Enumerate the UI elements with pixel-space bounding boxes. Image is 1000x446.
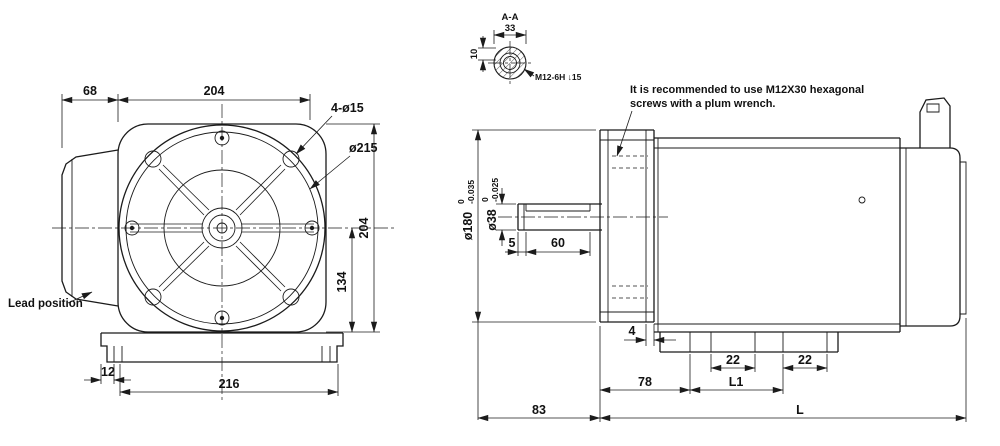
note-line-2: screws with a plum wrench. bbox=[630, 98, 776, 110]
body-screw bbox=[858, 196, 866, 204]
front-view: 68 204 4-ø15 ø215 204 134 12 216 Lead po… bbox=[8, 84, 396, 400]
rear-plate bbox=[960, 161, 967, 315]
mounting-base bbox=[100, 332, 344, 363]
dim-flange-width: 204 bbox=[204, 84, 225, 98]
corner-holes bbox=[144, 150, 300, 306]
dim-flange-dia-tol-upper: 0 bbox=[456, 199, 466, 204]
dim-key-length: 60 bbox=[551, 236, 565, 250]
hub-circle-inner bbox=[208, 214, 236, 242]
dim-key-offset: 5 bbox=[509, 236, 516, 250]
note-leader-arrow bbox=[616, 110, 633, 157]
dim-flange-step: 4 bbox=[629, 324, 636, 338]
motor-body bbox=[654, 97, 967, 353]
callout-corner-holes: 4-ø15 bbox=[331, 101, 364, 115]
hub-circle-outer bbox=[201, 207, 243, 249]
dim-shaft-dia: ø38 bbox=[485, 209, 499, 231]
lifting-bracket bbox=[919, 97, 951, 148]
dim-total-length: L bbox=[796, 403, 804, 417]
section-aa-detail: A-A 33 10 M12-6H ↓15 bbox=[469, 12, 582, 85]
shaft-center-circle bbox=[216, 222, 228, 234]
dim-slot-left: 22 bbox=[726, 353, 740, 367]
dim-base-width: 216 bbox=[219, 377, 240, 391]
dim-flange-dia: ø180 bbox=[461, 212, 475, 241]
shaft bbox=[498, 203, 668, 231]
front-dim-lines bbox=[61, 94, 380, 396]
recommendation-note: It is recommended to use M12X30 hexagona… bbox=[616, 84, 864, 157]
side-view: ø180 0 -0.035 ø38 0 -0.025 5 60 4 22 22 … bbox=[456, 97, 967, 422]
dim-slot-offset: 12 bbox=[101, 365, 115, 379]
thread-callout: M12-6H ↓15 bbox=[535, 72, 582, 82]
flange-bolts bbox=[124, 130, 320, 326]
side-dim-lines bbox=[472, 129, 967, 422]
dim-foot-start: 78 bbox=[638, 375, 652, 389]
lead-position-label: Lead position bbox=[8, 298, 83, 310]
callout-flange-circle: ø215 bbox=[349, 141, 378, 155]
dim-shaft-dia-tol-upper: 0 bbox=[480, 197, 490, 202]
flange-circle-inner bbox=[125, 131, 319, 325]
dim-flange-height: 204 bbox=[357, 218, 371, 239]
dim-shaft-extension: 83 bbox=[532, 403, 546, 417]
side-flange bbox=[599, 129, 655, 323]
flange-outline bbox=[117, 123, 327, 333]
dim-flange-dia-tol-lower: -0.035 bbox=[466, 180, 476, 204]
note-line-1: It is recommended to use M12X30 hexagona… bbox=[630, 84, 864, 96]
dim-center-to-base: 134 bbox=[335, 272, 349, 293]
dim-foot-span: L1 bbox=[729, 375, 744, 389]
flange-ribs bbox=[130, 164, 314, 292]
dim-shaft-dia-tol-lower: -0.025 bbox=[490, 178, 500, 202]
rear-cap bbox=[900, 147, 961, 327]
flange-diameter-label: ø180 0 -0.035 bbox=[456, 180, 476, 241]
section-dim-lines bbox=[478, 30, 535, 78]
section-title: A-A bbox=[502, 12, 519, 23]
rib-circle bbox=[163, 169, 281, 287]
lead-box bbox=[61, 149, 119, 307]
bracket-slot bbox=[926, 103, 940, 113]
dim-slot-right: 22 bbox=[798, 353, 812, 367]
section-dim-width: 33 bbox=[505, 23, 516, 34]
body-foot bbox=[659, 332, 839, 353]
section-dim-depth: 10 bbox=[469, 49, 480, 60]
shaft-diameter-label: ø38 0 -0.025 bbox=[480, 178, 500, 231]
flange-circle-outer bbox=[118, 124, 326, 332]
dim-box-depth: 68 bbox=[83, 84, 97, 98]
